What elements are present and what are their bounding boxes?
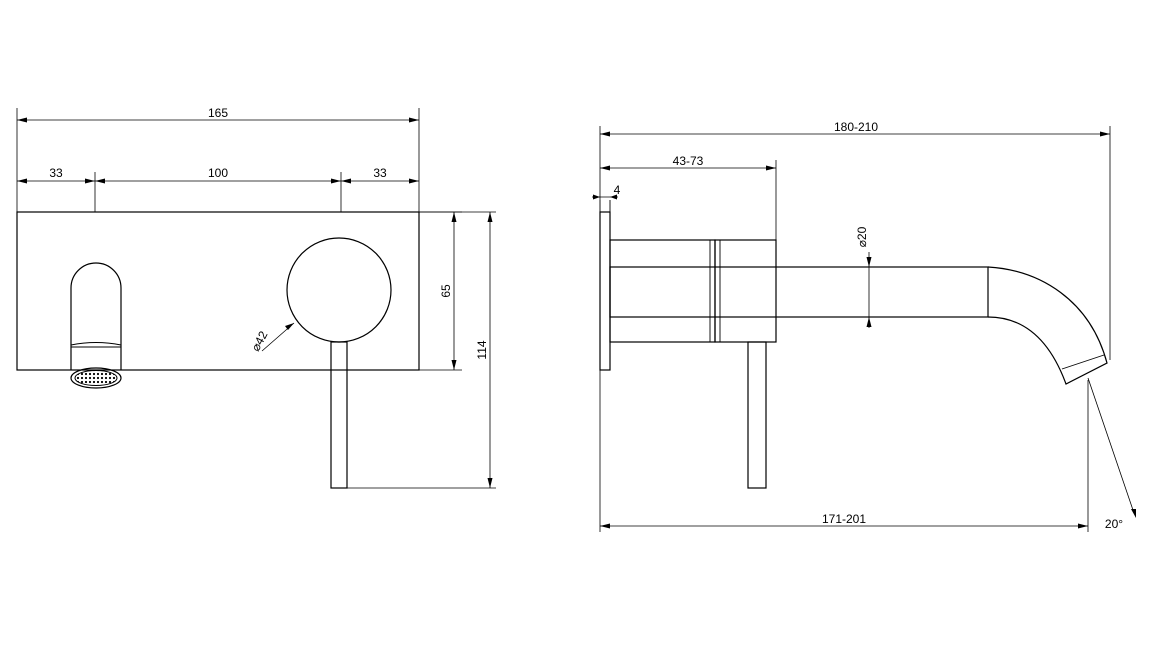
dim-left-offset-label: 33 [49,166,63,180]
dim-spout-angle-label: 20° [1105,517,1123,531]
front-view: 165 33 100 33 65 [16,106,496,489]
dim-total-height-label: 114 [475,340,489,359]
dim-projection-range: 180-210 [599,120,1111,360]
dim-plate-height-label: 65 [439,284,453,298]
body-cartridge [714,239,777,343]
wall-plate-side [599,211,611,371]
body-sleeve [609,239,716,343]
dim-plate-height: 65 [419,211,462,371]
spout-front [70,262,122,389]
dim-spout-reach-range-label: 171-201 [822,512,866,526]
mixer-lever [330,341,348,489]
mixer-lever-side [747,341,767,489]
dim-spacing-row: 33 100 33 [17,166,419,212]
dim-wall-depth-range: 43-73 [600,154,777,240]
dim-spout-diameter-label: ⌀20 [855,226,869,247]
side-view: 180-210 43-73 4 ⌀20 [592,120,1136,532]
dim-overall-width-label: 165 [208,106,228,120]
dim-overall-width: 165 [16,106,420,212]
dim-spout-angle: 20° [1087,377,1136,531]
dim-projection-range-label: 180-210 [834,120,878,134]
dim-handle-diameter: ⌀42 [248,322,295,354]
spout-curve [987,266,1108,385]
aerator-mesh [74,370,118,386]
dim-handle-diameter-label: ⌀42 [248,328,270,353]
dim-wall-depth-range-label: 43-73 [673,154,704,168]
wall-plate [16,211,420,371]
dim-spout-diameter: ⌀20 [855,226,872,328]
dim-right-offset-label: 33 [373,166,387,180]
dim-total-height: 114 [347,211,496,489]
dim-plate-thickness-label: 4 [614,183,621,197]
dim-center-spacing-label: 100 [208,166,228,180]
mixer-handle-disc [286,237,392,343]
spout-pipe [609,266,989,318]
dim-spout-reach-range: 171-201 [599,370,1089,532]
dim-plate-thickness: 4 [592,183,621,200]
